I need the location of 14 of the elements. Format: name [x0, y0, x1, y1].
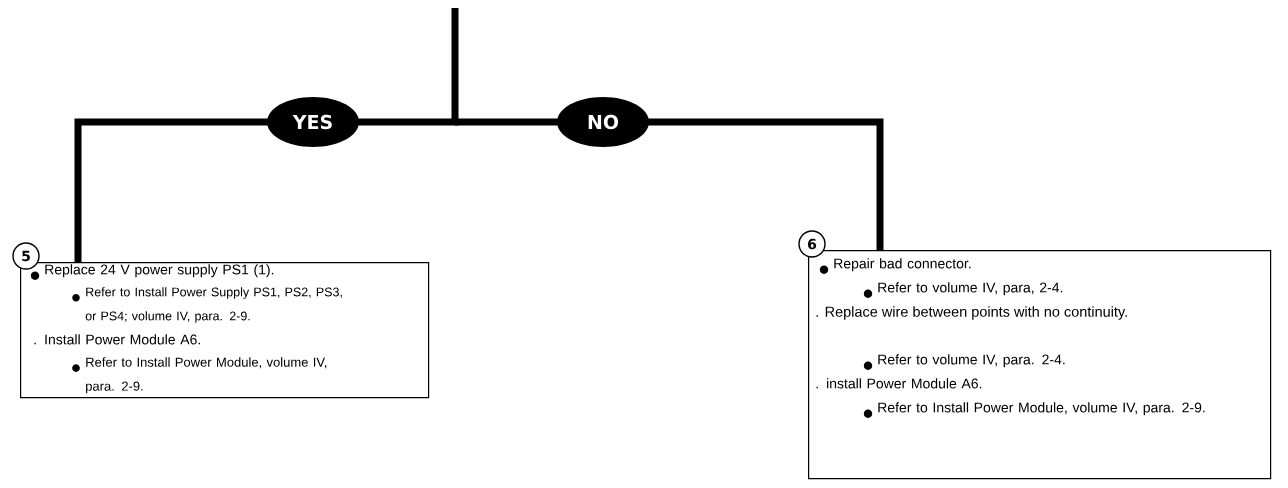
- edge-label: NO: [557, 97, 649, 147]
- step-number: 6: [798, 230, 826, 258]
- instruction-text: Refer to Install Power Supply PS1, PS2, PS3, or PS4; volume IV, para. 2-9.: [85, 287, 342, 323]
- instruction-text: . Replace wire between points with no continuity.: [816, 306, 1127, 320]
- instruction-text: . install Power Module A6.: [816, 378, 982, 389]
- instruction-text: Replace 24 V power supply PS1 (1).: [45, 264, 274, 278]
- instruction-text: Refer to Install Power Module, volume IV, para. 2-9.: [86, 357, 327, 394]
- step-number: 5: [12, 242, 40, 270]
- instruction-text: Refer to Install Power Module, volume IV, para. 2-9.: [878, 402, 1205, 416]
- instruction-text: Refer to volume IV, para, 2-4.: [878, 282, 1063, 296]
- instruction-text: Refer to volume IV, para. 2-4.: [878, 354, 1065, 368]
- instruction-text: Repair bad connector.: [834, 258, 971, 272]
- edge-label: YES: [267, 97, 359, 147]
- instruction-text: . Install Power Module A6.: [34, 334, 200, 345]
